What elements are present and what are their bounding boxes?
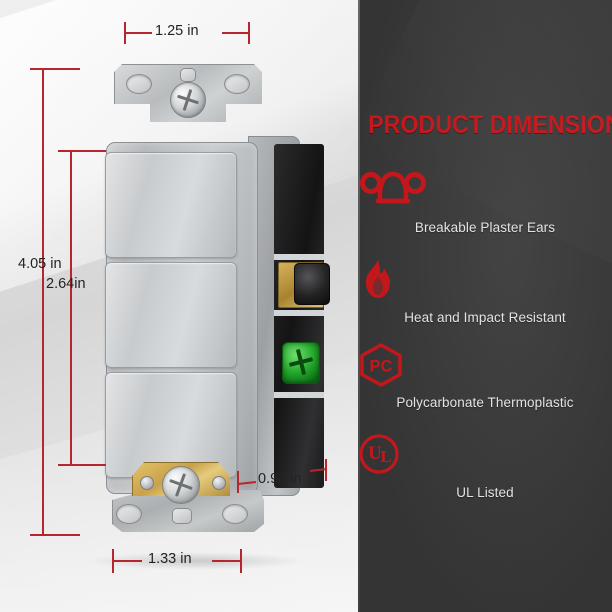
depth-dimension-lines: [237, 459, 328, 493]
feature-item-heat-resistant: Heat and Impact Resistant: [358, 258, 612, 325]
panel-divider: [358, 0, 360, 612]
rocker-paddle-middle[interactable]: [105, 262, 237, 368]
feature-item-polycarbonate: PC Polycarbonate Thermoplastic: [358, 343, 612, 410]
feature-item-plaster-ears: Breakable Plaster Ears: [358, 168, 612, 235]
strap-slot-bottom: [172, 508, 192, 524]
brass-plate-screw-right: [212, 476, 226, 490]
dimension-label-height-body: 2.64in: [46, 276, 86, 292]
feature-label-polycarbonate: Polycarbonate Thermoplastic: [396, 395, 574, 410]
housing-notch-lower: [274, 310, 324, 316]
housing-notch-upper: [274, 254, 324, 260]
feature-label-heat-resistant: Heat and Impact Resistant: [404, 310, 566, 325]
plaster-ear-hole-top-right: [224, 74, 250, 94]
strap-slot-top: [180, 68, 196, 82]
feature-label-plaster-ears: Breakable Plaster Ears: [414, 220, 556, 235]
mounting-screw-bottom: [162, 466, 200, 504]
product-photo-panel: 1.25 in 4.05 in 2.64in 0.98 in: [0, 0, 358, 612]
dimension-label-width-bottom: 1.33 in: [148, 551, 192, 567]
features-panel: PRODUCT DIMENSIONS Breakable Plaster Ear…: [358, 0, 612, 612]
ul-listed-icon: U L: [358, 433, 612, 475]
feature-item-ul-listed: U L UL Listed: [358, 433, 612, 500]
page-title: PRODUCT DIMENSIONS: [368, 111, 612, 139]
dimension-label-height-overall: 4.05 in: [18, 256, 62, 272]
housing-notch-bottom: [274, 392, 324, 398]
plaster-ear-hole-bottom-right: [222, 504, 248, 524]
flame-icon: [358, 258, 612, 300]
svg-text:PC: PC: [370, 358, 393, 376]
product-image-triple-rocker-switch: [96, 58, 336, 568]
switch-internal-housing: [274, 144, 324, 488]
dimension-label-depth: 0.98 in: [258, 471, 302, 487]
polycarbonate-pc-hexagon-icon: PC: [358, 343, 612, 387]
rocker-paddle-bottom[interactable]: [105, 372, 237, 478]
dimension-label-width-top: 1.25 in: [155, 23, 199, 39]
green-ground-screw: [282, 342, 320, 384]
mounting-screw-top: [170, 82, 206, 118]
product-drop-shadow: [86, 552, 306, 570]
svg-text:U: U: [368, 443, 382, 464]
svg-text:L: L: [380, 447, 391, 466]
feature-label-ul-listed: UL Listed: [456, 485, 514, 500]
plaster-ears-icon: [358, 168, 612, 210]
plaster-ear-hole-top-left: [126, 74, 152, 94]
plaster-ear-hole-bottom-left: [116, 504, 142, 524]
line-terminal-screw: [294, 263, 330, 305]
rocker-paddle-top[interactable]: [105, 152, 237, 258]
brass-plate-screw-left: [140, 476, 154, 490]
